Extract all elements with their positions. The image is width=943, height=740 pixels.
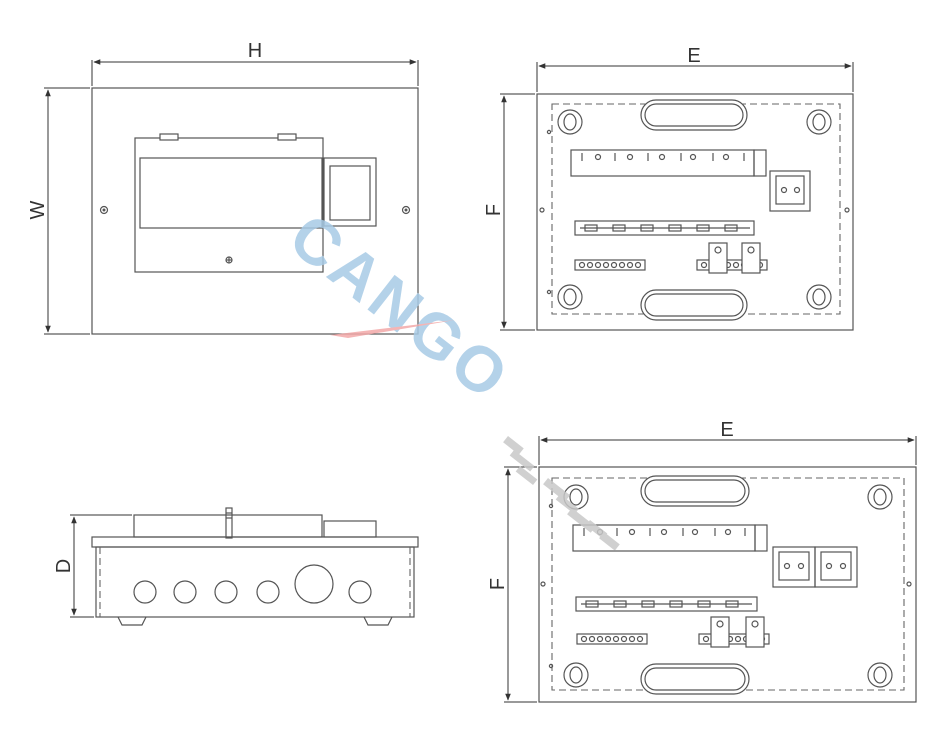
watermark-swoosh	[330, 320, 455, 338]
plate2-width-label: E	[720, 419, 733, 441]
mounting-plate-2: E F	[487, 419, 917, 703]
plate2-height-label: F	[487, 578, 509, 590]
front-width-label: H	[248, 40, 262, 62]
front-height-label: W	[27, 200, 49, 219]
plate1-height-label: F	[483, 204, 505, 216]
brand-watermark: CANGO	[276, 199, 620, 551]
watermark-chinese-logo	[503, 435, 620, 551]
watermark-brand: CANGO	[276, 199, 524, 415]
side-view: D	[53, 507, 419, 626]
side-depth-label: D	[53, 559, 75, 573]
front-view: H W	[27, 40, 419, 335]
mounting-plate-1: E F	[483, 45, 854, 331]
plate1-width-label: E	[687, 45, 700, 67]
